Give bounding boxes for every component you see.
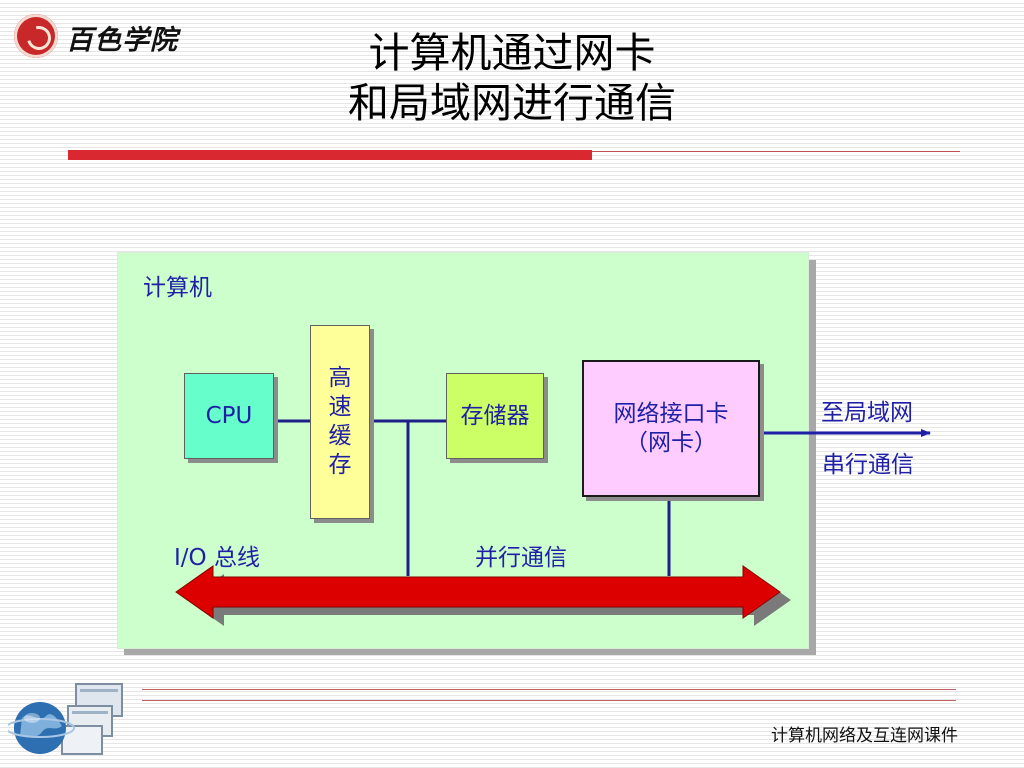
nic-sublabel: （网卡）	[625, 429, 717, 456]
slide-title: 计算机通过网卡 和局域网进行通信	[0, 28, 1024, 128]
cache-box: 高 速 缓 存	[310, 325, 370, 519]
course-footer: 计算机网络及互连网课件	[771, 726, 958, 746]
footer-rules	[142, 689, 956, 701]
college-logo: 百色学院	[14, 12, 194, 58]
title-line-1: 计算机通过网卡	[368, 29, 656, 77]
cache-char: 缓	[328, 423, 352, 449]
nic-label: 网络接口卡	[613, 400, 729, 427]
title-underline-rule	[592, 151, 960, 152]
cache-char: 高	[328, 365, 352, 391]
footer-rule-top	[142, 689, 956, 690]
college-emblem-icon	[14, 14, 58, 58]
title-underline-bar	[68, 150, 592, 160]
logo-text: 百色学院	[66, 25, 178, 56]
memory-box: 存储器	[446, 373, 544, 459]
cache-char: 速	[328, 394, 352, 420]
serial-comm-label: 串行通信	[822, 452, 914, 478]
globe-computer-icon	[8, 683, 123, 755]
network-card-box: 网络接口卡 （网卡）	[582, 360, 760, 497]
computer-label: 计算机	[143, 275, 212, 301]
cache-label: 高 速 缓 存	[329, 364, 352, 480]
cache-char: 存	[328, 452, 352, 478]
to-lan-label: 至局域网	[821, 400, 913, 426]
parallel-comm-label: 并行通信	[475, 545, 567, 571]
double-arrow-icon	[175, 565, 791, 626]
footer-rule-bottom	[142, 700, 956, 701]
io-bus-label: I/O 总线	[174, 545, 260, 571]
cpu-box: CPU	[184, 373, 274, 459]
title-line-2: 和局域网进行通信	[348, 79, 676, 127]
memory-label: 存储器	[460, 402, 530, 429]
cpu-label: CPU	[205, 402, 253, 429]
